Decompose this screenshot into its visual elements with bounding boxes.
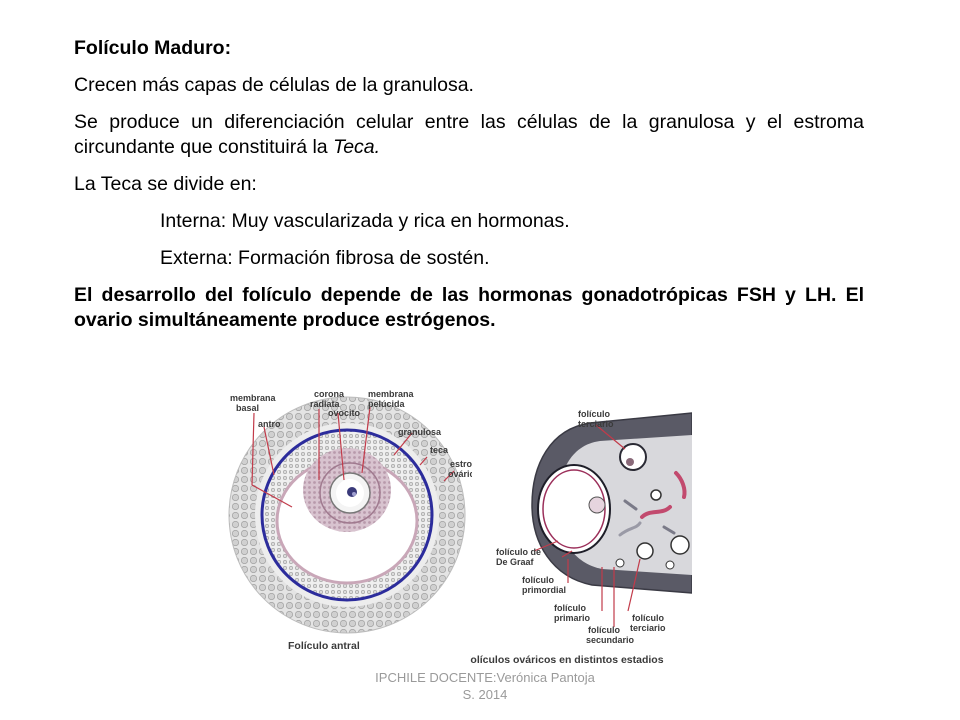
label-membrana: membrana <box>230 393 277 403</box>
graafian-oocyte <box>588 496 606 514</box>
slide-footer: IPCHILE DOCENTE:Verónica Pantoja S. 2014 <box>330 669 640 703</box>
label-terciario-bottom-1: folículo <box>632 613 664 623</box>
label-primario-1: folículo <box>554 603 586 613</box>
label-secundario-1: folículo <box>588 625 620 635</box>
list-item-interna: Interna: Muy vascularizada y rica en hor… <box>160 210 570 232</box>
label-terciario-bottom-2: terciario <box>630 623 666 633</box>
label-antro: antro <box>258 419 281 429</box>
label-ovarico: ovárico <box>448 469 472 479</box>
oocyte-nucleus <box>347 487 357 497</box>
label-primordial-2: primordial <box>522 585 566 595</box>
label-corona: corona <box>314 389 345 399</box>
blood-vessel-3 <box>618 521 642 537</box>
caption-foliculo-antral: Folículo antral <box>288 640 360 652</box>
slide-title: Folículo Maduro: <box>74 37 232 59</box>
blood-vessel-2 <box>674 471 687 499</box>
teca-italic: Teca. <box>333 136 381 158</box>
paragraph-hormones: El desarrollo del folículo depende de la… <box>74 284 864 331</box>
small-follicle-5 <box>670 535 690 555</box>
list-item-externa: Externa: Formación fibrosa de sostén. <box>160 247 490 269</box>
small-follicle-4 <box>665 560 675 570</box>
label-secundario-2: secundario <box>586 635 635 645</box>
small-follicle-2 <box>636 542 654 560</box>
label-primordial-1: folículo <box>522 575 554 585</box>
right-leader-lines <box>533 424 641 627</box>
tertiary-oocyte-top <box>626 458 634 466</box>
label-membrana-pelucida-1: membrana <box>368 389 415 399</box>
small-follicle-1 <box>650 489 662 501</box>
paragraph-differentiation: Se produce un diferenciación celular ent… <box>74 110 864 160</box>
graafian-follicle <box>537 464 611 554</box>
label-teca: teca <box>430 445 449 455</box>
small-follicle-3 <box>615 558 625 568</box>
graafian-follicle-inner <box>542 469 606 549</box>
corpus-lines <box>623 499 676 535</box>
label-foliculo-terciario-top-2: terciario <box>578 419 614 429</box>
oocyte-nucleolus <box>352 492 356 496</box>
label-granulosa: granulosa <box>398 427 442 437</box>
paragraph-differentiation-text: Se produce un diferenciación celular ent… <box>74 111 864 158</box>
ovary-stages-diagram: folículo terciario folículo de De Graaf … <box>470 409 692 666</box>
blood-vessel-1 <box>640 505 672 519</box>
slide-text: Folículo Maduro: Crecen más capas de cél… <box>74 36 864 345</box>
label-basal: basal <box>236 403 259 413</box>
label-ovocito: ovocito <box>328 408 361 418</box>
paragraph-granulosa: Crecen más capas de células de la granul… <box>74 74 474 96</box>
caption-foliculos-ovaricos: Folículos ováricos en distintos estadios <box>470 654 664 666</box>
label-graaf-1: folículo de <box>496 547 541 557</box>
footer-line-1: IPCHILE DOCENTE:Verónica Pantoja <box>375 670 595 685</box>
antral-follicle-diagram: membrana basal antro corona radiata ovoc… <box>228 389 472 652</box>
label-graaf-2: De Graaf <box>496 557 535 567</box>
label-primario-2: primario <box>554 613 591 623</box>
label-foliculo-terciario-top-1: folículo <box>578 409 610 419</box>
paragraph-teca-divides: La Teca se divide en: <box>74 173 257 195</box>
label-estroma: estroma <box>450 459 472 469</box>
label-radiata: radiata <box>310 399 341 409</box>
label-membrana-pelucida-2: pelúcida <box>368 399 406 409</box>
leader-lines <box>251 406 455 508</box>
footer-line-2: S. 2014 <box>462 687 508 702</box>
